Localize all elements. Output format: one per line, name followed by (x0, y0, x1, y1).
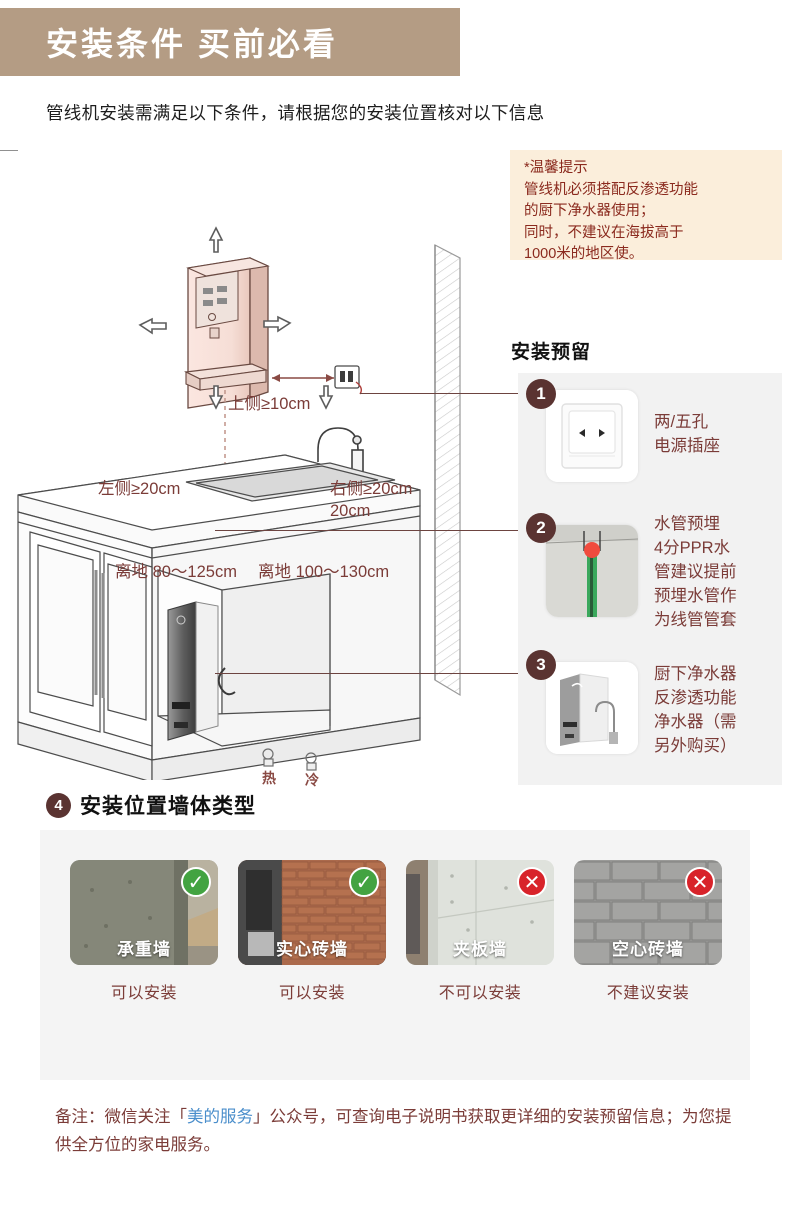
footnote-suffix: 」公众号，可查询电子说明书获取更详细的安装预留信息；为您提供全方位的家电服务。 (55, 1108, 732, 1154)
reserve-text-3-line-4: 另外购买） (654, 737, 737, 755)
wall-caption-4: 不建议安装 (606, 985, 690, 1002)
tip-line-3: 的厨下净水器使用； (524, 203, 655, 219)
warm-tip-box: *温馨提示 管线机必须搭配反渗透功能 的厨下净水器使用； 同时，不建议在海拔高于… (510, 150, 782, 262)
reserve-text-1-line-2: 电源插座 (654, 437, 720, 455)
dim-floor-tap-label: 离地 100～130cm (258, 563, 390, 581)
page-title: 安装条件 买前必看 (46, 26, 338, 62)
wall-section-title: 安装位置墙体类型 (80, 795, 256, 818)
diagram-illustration (0, 150, 461, 780)
reserve-text-3-line-2: 反渗透功能 (654, 689, 737, 707)
wall-mark-2: ✓ (349, 867, 379, 897)
wall-name-3: 夹板墙 (453, 940, 507, 959)
reserve-text-3-line-1: 厨下净水器 (654, 665, 737, 683)
reserve-text-3-line-3: 净水器（需 (654, 713, 737, 731)
reserve-text-2-line-1: 水管预埋 (654, 515, 720, 533)
power-socket-icon (546, 390, 638, 482)
wall-mark-4: ✕ (685, 867, 715, 897)
wall-section-badge: 4 (46, 792, 71, 818)
wall-mark-3: ✕ (517, 867, 547, 897)
cold-valve-label: 冷 (305, 772, 319, 788)
footnote: 备注：微信关注「美的服务」公众号，可查询电子说明书获取更详细的安装预留信息；为您… (55, 1103, 745, 1159)
tip-line-1: *温馨提示 (524, 160, 588, 176)
hot-valve-label: 热 (262, 770, 276, 786)
wall-card-1: ✓ 承重墙 可以安装 (70, 860, 218, 1003)
reserve-text-3: 厨下净水器 反渗透功能 净水器（需 另外购买） (654, 662, 737, 758)
wall-section-header: 4 安装位置墙体类型 (46, 790, 256, 820)
header-banner: 安装条件 买前必看 (0, 8, 460, 76)
reserve-text-2-line-4: 预埋水管作 (654, 587, 737, 605)
tip-line-5: 1000米的地区使。 (524, 246, 644, 262)
reserve-text-2-line-3: 管建议提前 (654, 563, 737, 581)
wall-photo-concrete: ✓ 承重墙 (70, 860, 218, 965)
reserve-text-2: 水管预埋 4分PPR水 管建议提前 预埋水管作 为线管管套 (654, 512, 737, 632)
dim-floor-machine-label: 离地 80～125cm (115, 563, 237, 581)
wall-card-2: ✓ 实心砖墙 可以安装 (238, 860, 386, 1003)
reserve-badge-3: 3 (526, 650, 556, 680)
reserve-text-2-line-5: 为线管管套 (654, 611, 737, 629)
wall-caption-3: 不可以安装 (438, 985, 522, 1002)
water-purifier-icon (546, 662, 638, 754)
footnote-highlight: 美的服务 (187, 1108, 253, 1126)
wall-photo-brick: ✓ 实心砖墙 (238, 860, 386, 965)
wall-photo-hollow-brick: ✕ 空心砖墙 (574, 860, 722, 965)
wall-card-3: ✕ 夹板墙 不可以安装 (406, 860, 554, 1003)
dim-right-label: 右侧≥20cm (330, 480, 413, 498)
tip-line-2: 管线机必须搭配反渗透功能 (524, 181, 698, 198)
wall-caption-2: 可以安装 (278, 985, 345, 1002)
connector-line-3 (215, 673, 535, 674)
reserve-badge-2: 2 (526, 513, 556, 543)
dim-socket-distance-label: 20cm (330, 502, 371, 520)
wall-types-panel: ✓ 承重墙 可以安装 (40, 830, 750, 1080)
wall-caption-1: 可以安装 (110, 985, 177, 1002)
wall-name-4: 空心砖墙 (612, 940, 684, 959)
page-subtitle: 管线机安装需满足以下条件，请根据您的安装位置核对以下信息 (46, 103, 545, 123)
reserve-badge-1: 1 (526, 379, 556, 409)
footnote-prefix: 备注：微信关注「 (55, 1108, 187, 1126)
reserve-text-2-line-2: 4分PPR水 (654, 539, 731, 557)
water-pipe-icon (546, 525, 638, 617)
wall-name-1: 承重墙 (117, 940, 171, 959)
reserve-text-1: 两/五孔 电源插座 (654, 410, 720, 458)
wall-card-4: ✕ 空心砖墙 不建议安装 (574, 860, 722, 1003)
wall-name-2: 实心砖墙 (276, 940, 348, 959)
connector-line-2 (215, 530, 535, 531)
dim-top-label: 上侧≥10cm (228, 395, 311, 413)
wall-photo-plywood: ✕ 夹板墙 (406, 860, 554, 965)
reserve-text-1-line-1: 两/五孔 (654, 413, 709, 431)
wall-mark-1: ✓ (181, 867, 211, 897)
connector-line-1 (360, 393, 530, 394)
dim-left-label: 左侧≥20cm (98, 480, 181, 498)
tip-line-4: 同时，不建议在海拔高于 (524, 224, 684, 241)
reserve-section-title: 安装预留 (511, 342, 592, 363)
installation-diagram: 上侧≥10cm 左侧≥20cm 右侧≥20cm 20cm 离地 80～125cm… (0, 150, 510, 788)
